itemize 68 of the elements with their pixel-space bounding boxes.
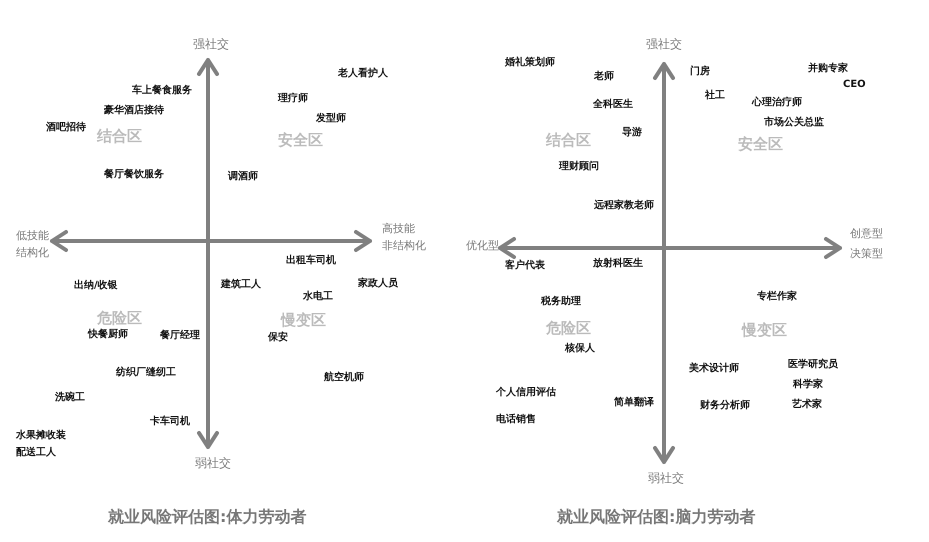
job-label: 理财顾问 <box>559 161 599 172</box>
zone-label: 安全区 <box>278 132 323 150</box>
axis-label: 非结构化 <box>382 240 426 253</box>
zone-label: 慢变区 <box>281 312 326 330</box>
axis-label: 高技能 <box>382 223 415 236</box>
job-label: 心理治疗师 <box>752 97 802 108</box>
zone-label: 慢变区 <box>742 322 787 340</box>
job-label: 调酒师 <box>228 171 258 182</box>
chart-caption: 就业风险评估图:脑力劳动者 <box>557 508 756 526</box>
job-label: 卡车司机 <box>150 416 190 428</box>
job-label: 医学研究员 <box>788 359 838 370</box>
job-label: CEO <box>843 79 866 90</box>
axis-label: 强社交 <box>193 38 229 52</box>
job-label: 老人看护人 <box>338 68 388 80</box>
job-label: 全科医生 <box>593 99 633 110</box>
job-label: 纺织厂缝纫工 <box>116 367 176 378</box>
job-label: 远程家教老师 <box>594 200 654 212</box>
job-label: 发型师 <box>316 113 346 124</box>
zone-label: 危险区 <box>97 310 142 328</box>
axis-label: 创意型 <box>850 228 883 241</box>
job-label: 家政人员 <box>358 278 398 290</box>
job-label: 出租车司机 <box>286 255 336 266</box>
job-label: 洗碗工 <box>55 392 85 404</box>
job-label: 酒吧招待 <box>46 122 86 134</box>
zone-label: 结合区 <box>97 128 142 146</box>
job-label: 餐厅餐饮服务 <box>104 169 164 180</box>
job-label: 导游 <box>622 127 642 138</box>
job-label: 航空机师 <box>324 372 364 384</box>
axis-label: 结构化 <box>16 247 49 260</box>
axis-label: 低技能 <box>16 230 49 243</box>
job-label: 专栏作家 <box>757 291 797 302</box>
job-label: 个人信用评估 <box>496 387 556 398</box>
axis-label: 强社交 <box>646 38 682 52</box>
job-label: 车上餐食服务 <box>132 85 192 96</box>
job-label: 放射科医生 <box>593 258 643 270</box>
job-label: 门房 <box>690 66 710 78</box>
job-label: 老师 <box>594 71 614 82</box>
job-label: 并购专家 <box>808 63 848 74</box>
job-label: 婚礼策划师 <box>505 57 555 68</box>
axis-label: 优化型 <box>466 240 499 253</box>
axis-label: 弱社交 <box>648 472 684 486</box>
job-label: 客户代表 <box>505 260 545 272</box>
job-label: 理疗师 <box>278 93 308 104</box>
job-label: 建筑工人 <box>221 279 261 290</box>
zone-label: 危险区 <box>546 320 591 338</box>
chart-caption: 就业风险评估图:体力劳动者 <box>108 508 306 526</box>
job-label: 电话销售 <box>496 414 536 426</box>
job-label: 科学家 <box>793 379 823 390</box>
job-label: 水电工 <box>303 291 333 302</box>
job-label: 配送工人 <box>16 447 56 458</box>
axis-label: 决策型 <box>850 248 883 261</box>
job-label: 水果摊收装 <box>16 430 66 442</box>
job-label: 核保人 <box>565 343 595 354</box>
axis-label: 弱社交 <box>195 457 231 471</box>
zone-label: 安全区 <box>738 136 783 154</box>
job-label: 快餐厨师 <box>88 329 128 340</box>
job-label: 保安 <box>268 332 288 344</box>
job-label: 市场公关总监 <box>764 117 824 128</box>
zone-label: 结合区 <box>546 132 591 150</box>
job-label: 税务助理 <box>541 296 581 308</box>
job-label: 美术设计师 <box>689 363 739 374</box>
job-label: 社工 <box>705 90 725 102</box>
job-label: 艺术家 <box>792 399 822 410</box>
job-label: 出纳/收银 <box>74 280 118 292</box>
job-label: 豪华酒店接待 <box>104 105 164 116</box>
job-label: 财务分析师 <box>700 400 750 412</box>
job-label: 简单翻译 <box>614 397 654 408</box>
job-label: 餐厅经理 <box>160 330 200 342</box>
